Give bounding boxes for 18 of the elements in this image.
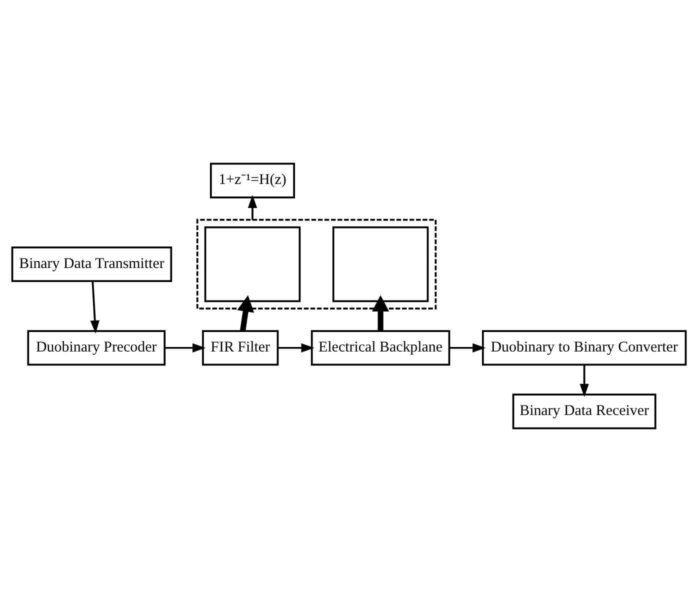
arrow (580, 365, 589, 398)
node-box (204, 226, 301, 302)
arrow (237, 295, 254, 332)
node-box: FIR Filter (202, 330, 279, 366)
arrow (164, 343, 206, 352)
cluster (196, 218, 437, 310)
node-box (332, 226, 429, 302)
node-box: Binary Data Receiver (512, 394, 656, 430)
node-box: Duobinary Precoder (27, 330, 166, 366)
node-box: Duobinary to Binary Converter (482, 330, 687, 366)
node-box: Binary Data Transmitter (11, 246, 172, 282)
arrow (278, 343, 314, 352)
node-box: 1+z⁻¹=H(z) (210, 162, 296, 198)
arrow (248, 194, 258, 220)
arrow (90, 281, 100, 334)
node-box: Electrical Backplane (310, 330, 450, 366)
arrow (449, 343, 486, 352)
arrow (372, 295, 390, 331)
